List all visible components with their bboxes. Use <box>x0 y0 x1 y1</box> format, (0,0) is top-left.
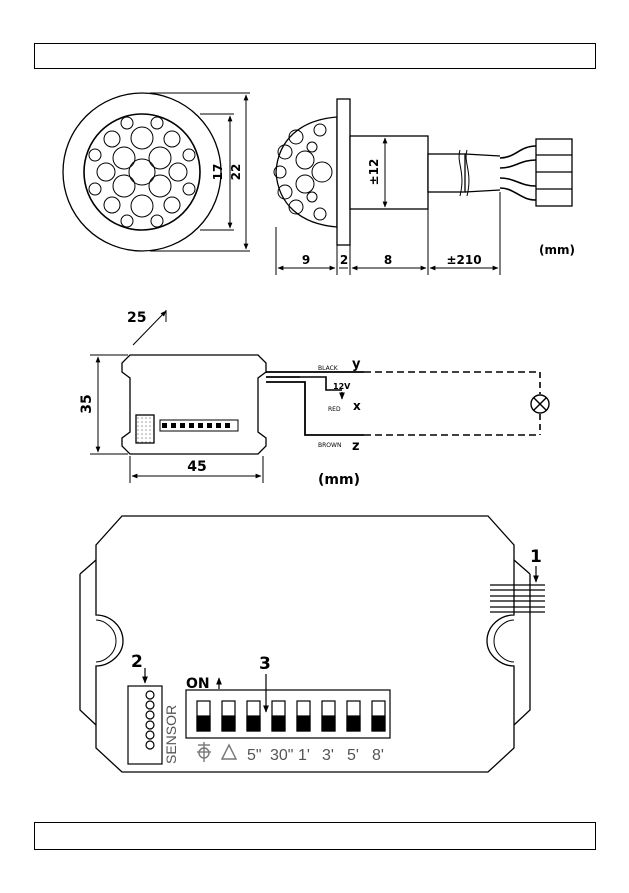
wire-brown-label: BROWN <box>318 442 341 449</box>
dim-45: 45 <box>187 459 206 475</box>
dim-210: ±210 <box>446 253 481 267</box>
supply-voltage: 12V <box>333 382 351 391</box>
dim-35: 35 <box>79 394 95 413</box>
sensor-label: SENSOR <box>163 705 179 764</box>
wire-black-label: BLACK <box>318 365 339 372</box>
time-label-3m: 3' <box>322 747 334 764</box>
dim-9: 9 <box>302 253 310 267</box>
terminal-z: z <box>352 439 360 454</box>
callout-2: 2 <box>131 652 143 672</box>
wire-red-label: RED <box>328 406 341 413</box>
lamp-icon <box>531 395 549 413</box>
callout-1: 1 <box>530 547 542 567</box>
dim-12: ±12 <box>367 159 381 186</box>
dim-2: 2 <box>340 253 348 267</box>
time-label-1m: 1' <box>298 747 310 764</box>
time-label-5s: 5" <box>247 747 262 764</box>
figure-module-wiring: 35 45 25 BLACK y 12V RED x BROWN z (mm <box>79 310 549 488</box>
unit-label-2: (mm) <box>318 472 360 488</box>
fresnel-lens-side <box>274 124 332 220</box>
sensor-side-view <box>274 99 572 245</box>
figure-sensor-head: 17 22 <box>63 93 575 275</box>
time-label-5m: 5' <box>347 747 359 764</box>
footer-box <box>34 822 596 850</box>
time-label-30s: 30" <box>270 747 293 764</box>
dim-17: 17 <box>211 164 225 181</box>
terminal-x: x <box>353 399 361 413</box>
connector-wires <box>500 146 536 200</box>
terminal-y: y <box>352 357 361 372</box>
module-outline <box>122 355 266 454</box>
figure-module-detail: 1 2 SENSOR 3 ON <box>80 516 545 772</box>
callout-3: 3 <box>259 654 271 674</box>
dip-on-label: ON <box>186 676 210 692</box>
fresnel-lens-front <box>89 117 195 227</box>
dim-25: 25 <box>127 310 146 326</box>
dim-22: 22 <box>229 164 243 181</box>
unit-label-1: (mm) <box>539 243 575 257</box>
sensor-front-view <box>63 93 221 251</box>
time-label-8m: 8' <box>372 747 384 764</box>
dim-8: 8 <box>384 253 392 267</box>
wiring <box>266 372 549 435</box>
